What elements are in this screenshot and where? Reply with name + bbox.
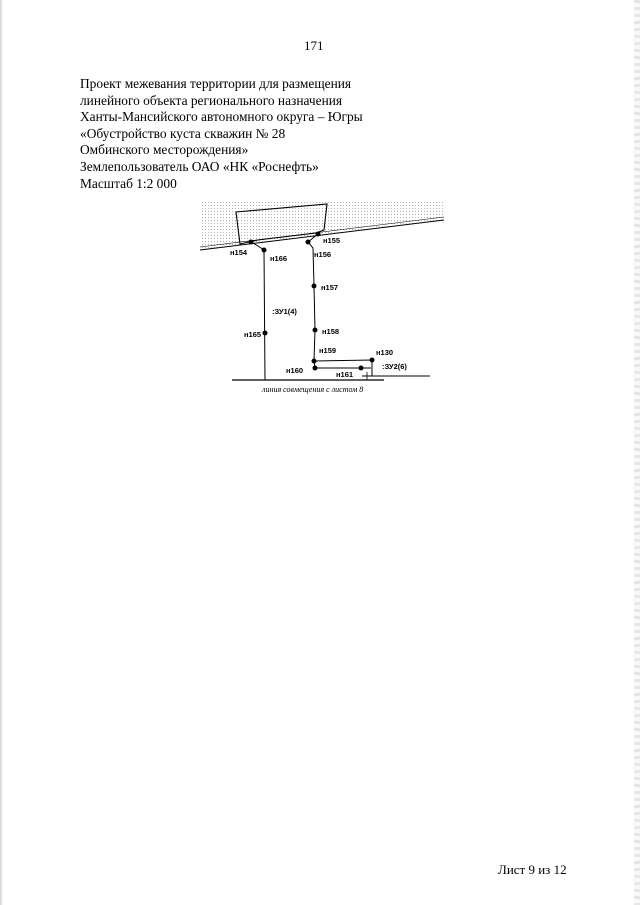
header-line-2: линейного объекта регионального назначен… <box>80 92 343 108</box>
point-n157 <box>311 283 317 289</box>
label-n154: н154 <box>230 248 248 257</box>
junction-line-label: линия совмещения с листом 8 <box>261 385 363 394</box>
scan-edge-left <box>0 0 3 905</box>
point-n130 <box>369 357 375 363</box>
existing-territory-hatch <box>200 200 444 250</box>
territory-edge-line-inner <box>199 216 445 248</box>
point-n159 <box>311 358 317 364</box>
label-n159: н159 <box>319 346 336 355</box>
point-n161 <box>358 365 364 371</box>
scan-edge-right <box>634 0 640 905</box>
point-n160 <box>312 365 318 371</box>
point-n154 <box>248 239 254 245</box>
page-number: 171 <box>304 38 324 53</box>
zu1-left-boundary <box>250 241 266 381</box>
project-header: Проект межевания территории для размещен… <box>80 76 363 192</box>
label-n156: н156 <box>314 250 331 259</box>
point-n158 <box>312 327 318 333</box>
label-n155: н155 <box>323 236 340 245</box>
label-n158: н158 <box>322 327 339 336</box>
header-line-4: «Обустройство куста скважин № 28 <box>80 125 286 141</box>
territory-edge-line <box>199 219 445 251</box>
label-zu2: :ЗУ2(6) <box>382 362 407 371</box>
point-n155 <box>315 231 321 237</box>
label-n161: н161 <box>336 370 353 379</box>
header-line-6: Землепользователь ОАО «НК «Роснефть» <box>80 158 319 174</box>
header-line-3: Ханты-Мансийского автономного округа – Ю… <box>80 109 363 125</box>
header-line-1: Проект межевания территории для размещен… <box>80 76 352 91</box>
label-n160: н160 <box>286 366 303 375</box>
label-n165: н165 <box>244 330 261 339</box>
header-line-5: Омбинского месторождения» <box>80 142 249 158</box>
sheet-number: Лист 9 из 12 <box>498 862 567 877</box>
zu1-right-boundary <box>307 233 371 369</box>
label-n130: н130 <box>376 348 393 357</box>
label-n166: н166 <box>270 254 287 263</box>
point-n165 <box>262 330 268 336</box>
point-n166 <box>261 247 267 253</box>
point-n156 <box>305 239 311 245</box>
label-zu1: :ЗУ1(4) <box>272 307 297 316</box>
scale-line: Масштаб 1:2 000 <box>80 175 177 191</box>
label-n157: н157 <box>321 283 338 292</box>
